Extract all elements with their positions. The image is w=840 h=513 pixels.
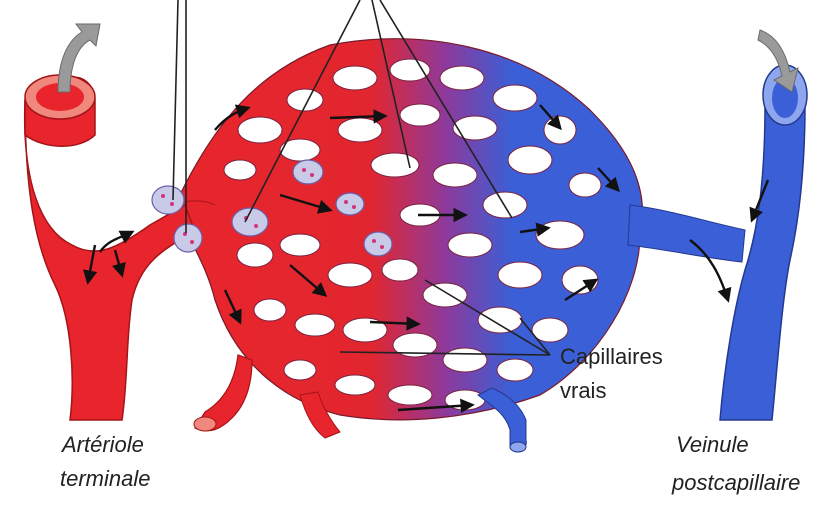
label-arteriole-line2: terminale [60,466,150,492]
label-capillaires-line1: Capillaires [560,344,663,370]
label-arteriole-line1: Artériole [62,432,144,458]
label-veinule-line1: Veinule [676,432,749,458]
label-capillaires-line2: vrais [560,378,606,404]
label-veinule-line2: postcapillaire [672,470,800,496]
